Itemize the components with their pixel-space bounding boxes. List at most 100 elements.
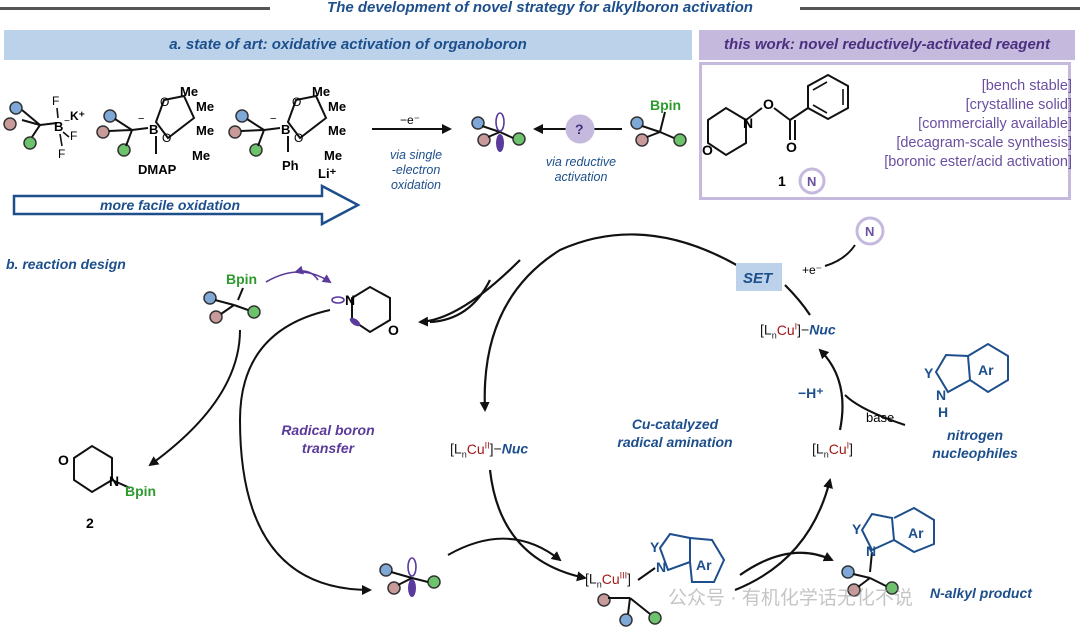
reductive-caption: via reductive activation: [536, 155, 626, 185]
atom-label: DMAP: [138, 162, 177, 177]
bpin-substrate-b: [203, 287, 261, 324]
atom-label: Me: [180, 84, 198, 99]
atom-label: N: [345, 292, 355, 308]
electron-transfer-line: [824, 244, 856, 267]
alkyl-boronate-dmap: [96, 94, 196, 157]
alkyl-trifluoroborate: [3, 101, 58, 150]
cycle-arc-bottom-left: [488, 469, 587, 582]
atom-label: B: [149, 122, 158, 137]
nuc-label: Nuc: [501, 440, 529, 457]
minus-e-label: −e⁻: [400, 113, 420, 127]
atom-label: O: [763, 96, 774, 112]
label-line: nucleophiles: [932, 445, 1018, 461]
question-badge: [565, 114, 595, 144]
radical-transfer-curl: [265, 271, 332, 284]
property-item: [boronic ester/acid activation]: [884, 154, 1072, 170]
arrow-to-compound-2: [148, 329, 241, 467]
product-arrow: [739, 551, 834, 576]
watermark: 公众号 · 有机化学话无化不说: [668, 588, 913, 609]
question-mark: ?: [575, 121, 584, 137]
facile-oxidation-arrow: [12, 183, 361, 227]
this-work-box: [699, 62, 1071, 200]
atom-label: N: [109, 473, 119, 489]
alkyl-radical: [471, 112, 526, 152]
facile-oxidation-label: more facile oxidation: [100, 197, 241, 213]
panel-a-banner: [4, 30, 692, 60]
atom-label: Me: [324, 148, 342, 163]
atom-label: N: [743, 115, 753, 131]
caption-line: via reductive: [545, 155, 617, 169]
atom-label: Y: [924, 365, 934, 381]
cu-catalyzed-label: Cu-catalyzed radical amination: [600, 415, 750, 451]
atom-label: Me: [196, 123, 214, 138]
nitrogen-nucleophile-structure: [934, 342, 1009, 394]
caption-line: -electron: [391, 163, 441, 177]
cu3-species: [LnCuIII]: [585, 570, 632, 590]
n-alkyl-product-label: N-alkyl product: [930, 585, 1032, 601]
cu3-complex: [597, 532, 726, 627]
property-item: [commercially available]: [918, 116, 1072, 132]
base-label: base: [866, 410, 894, 425]
nucleophiles-label: nitrogen nucleophiles: [920, 426, 1030, 462]
compound-1-structure: [707, 73, 849, 157]
atom-label: Ar: [908, 525, 924, 541]
atom-label: O: [58, 452, 69, 468]
atom-label: B: [281, 122, 290, 137]
alkyl-boronate-phenyl: [228, 94, 328, 157]
atom-label: H: [938, 404, 948, 420]
property-item: [decagram-scale synthesis]: [896, 135, 1072, 151]
compound-1-number: 1: [778, 173, 786, 189]
base-line: [844, 394, 906, 426]
atom-label: Me: [196, 99, 214, 114]
compound-2-number: 2: [86, 515, 94, 531]
figure-title: The development of novel strategy for al…: [327, 0, 753, 16]
morpholine-radical: [331, 285, 391, 334]
n-badge-label: N: [865, 224, 874, 239]
morpholine-release-arrow: [418, 259, 521, 327]
atom-label: N: [936, 387, 946, 403]
cu1-nuc-species: [LnCuI]−Nuc: [760, 321, 836, 341]
bpin-label: Bpin: [226, 271, 257, 287]
panel-b-header: b. reaction design: [6, 256, 126, 272]
atom-label: K⁺: [70, 109, 85, 123]
cycle-arc-top-left: [479, 233, 776, 412]
label-line: Radical boron: [281, 422, 375, 438]
atom-label: Me: [192, 148, 210, 163]
property-list: [bench stable] [crystalline solid] [comm…: [830, 77, 1072, 172]
label-line: radical amination: [617, 434, 733, 450]
cycle-arc-bottom-right: [734, 478, 833, 592]
compound-2-structure: [73, 444, 131, 494]
cu1-species: [LnCuI]: [812, 440, 854, 460]
atom-label: F: [52, 94, 59, 108]
radical-transfer-curl: [294, 265, 319, 281]
atom-label: Y: [650, 539, 660, 555]
set-label: SET: [743, 270, 774, 287]
cu2-nuc-species: [LnCuII]−Nuc: [450, 440, 529, 460]
arrow-to-radical: [238, 309, 372, 595]
alkyl-bpin-substrate: [630, 111, 687, 147]
cycle-arc-right: [818, 348, 844, 431]
title-rule-right: [800, 7, 1080, 10]
caption-line: via single: [389, 148, 443, 162]
atom-label: O: [162, 131, 171, 145]
n-alkyl-product-structure: [841, 506, 935, 597]
label-line: Cu-catalyzed: [631, 416, 719, 432]
property-item: [bench stable]: [981, 78, 1072, 94]
atom-label: N: [656, 559, 666, 575]
atom-label: N: [866, 543, 876, 559]
n-badge-label: N: [807, 174, 816, 189]
atom-label: O: [702, 142, 713, 158]
nuc-label: Nuc: [809, 321, 836, 338]
atom-label: Ar: [978, 362, 994, 378]
atom-label: −: [64, 116, 70, 127]
morpholine-release-arc: [429, 279, 491, 324]
atom-label: O: [292, 95, 301, 109]
this-work-header: this work: novel reductively-activated r…: [724, 36, 1050, 53]
atom-label: Li⁺: [318, 166, 337, 181]
atom-label: B: [54, 119, 63, 134]
atom-label: F: [70, 129, 77, 143]
n-badge: [855, 216, 885, 246]
label-line: nitrogen: [947, 427, 1003, 443]
deprotonation-label: −H⁺: [798, 385, 824, 401]
